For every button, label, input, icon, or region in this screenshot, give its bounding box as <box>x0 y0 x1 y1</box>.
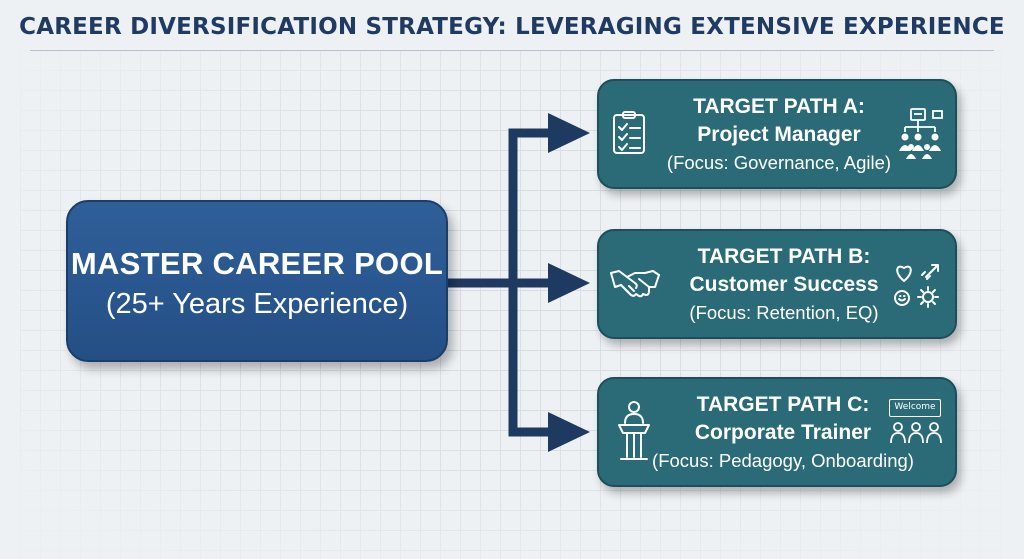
master-subheading: (25+ Years Experience) <box>105 288 409 320</box>
target-c-focus: (Focus: Pedagogy, Onboarding) <box>652 450 914 471</box>
welcome-audience-icon: Welcome <box>889 399 943 447</box>
target-c-role: Corporate Trainer <box>694 421 872 444</box>
target-b-role: Customer Success <box>689 273 879 296</box>
handshake-icon <box>610 270 660 298</box>
target-c-heading: TARGET PATH C: <box>696 393 870 416</box>
target-c-text: TARGET PATH C: Corporate Trainer (Focus:… <box>649 391 917 476</box>
connector-to-path-c <box>508 283 552 437</box>
target-a-text: TARGET PATH A: Project Manager (Focus: G… <box>649 93 909 178</box>
title-divider <box>30 50 994 51</box>
team-hierarchy-icon <box>899 108 943 159</box>
heart-gear-icon <box>894 264 939 308</box>
target-path-c-box: TARGET PATH C: Corporate Trainer (Focus:… <box>597 377 957 487</box>
arrowhead-b <box>548 263 590 303</box>
arrowhead-a <box>548 113 590 153</box>
master-career-pool-box: MASTER CAREER POOL (25+ Years Experience… <box>66 200 448 362</box>
target-path-a-box: TARGET PATH A: Project Manager (Focus: G… <box>597 79 957 189</box>
podium-speaker-icon <box>618 401 650 460</box>
diagram-title: CAREER DIVERSIFICATION STRATEGY: LEVERAG… <box>19 14 1005 40</box>
connector-to-path-a <box>508 128 552 283</box>
master-heading: MASTER CAREER POOL <box>70 246 444 281</box>
arrowhead-c <box>548 412 590 452</box>
audience-icon <box>890 422 942 444</box>
target-path-b-box: TARGET PATH B: Customer Success (Focus: … <box>597 229 957 339</box>
target-b-focus: (Focus: Retention, EQ) <box>689 302 879 323</box>
target-a-focus: (Focus: Governance, Agile) <box>666 152 892 173</box>
target-a-heading: TARGET PATH A: <box>693 95 865 118</box>
target-a-role: Project Manager <box>697 123 861 146</box>
welcome-sign: Welcome <box>889 399 941 417</box>
target-b-text: TARGET PATH B: Customer Success (Focus: … <box>659 243 909 328</box>
checklist-icon <box>613 111 645 154</box>
target-b-heading: TARGET PATH B: <box>697 245 871 268</box>
